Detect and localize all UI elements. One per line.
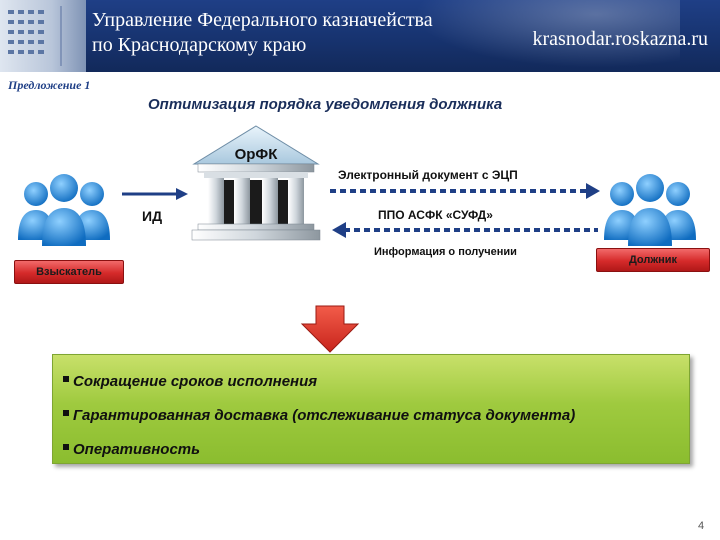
- arrow-claimant-to-orfk: [122, 188, 188, 200]
- arrow-orfk-to-debtor: [330, 183, 600, 199]
- header-title: Управление Федерального казначейства по …: [92, 9, 433, 56]
- id-arrow-label: ИД: [142, 208, 163, 224]
- system-label: ППО АСФК «СУФД»: [378, 208, 493, 222]
- page-number: 4: [698, 520, 705, 532]
- claimant-label: Взыскатель: [14, 260, 124, 284]
- down-arrow-icon: [300, 305, 360, 353]
- orfk-label: ОрФК: [234, 146, 278, 163]
- signed-document-label: Электронный документ с ЭЦП: [338, 168, 518, 182]
- receipt-info-label: Информация о получении: [374, 246, 517, 258]
- building-photo: [0, 0, 86, 72]
- debtor-people-icon: [600, 168, 700, 250]
- header-site-url[interactable]: krasnodar.roskazna.ru: [532, 28, 709, 50]
- benefit-item: Сокращение сроков исполнения: [63, 373, 317, 390]
- benefit-item: Гарантированная доставка (отслеживание с…: [63, 407, 575, 424]
- benefit-item: Оперативность: [63, 441, 200, 458]
- slide-title: Оптимизация порядка уведомления должника: [148, 96, 503, 113]
- treasury-building-icon: ОрФК: [190, 124, 322, 242]
- benefits-box: Сокращение сроков исполнения Гарантирова…: [52, 354, 690, 464]
- arrow-debtor-to-orfk: [332, 222, 598, 238]
- proposal-label: Предложение 1: [8, 78, 91, 92]
- debtor-label: Должник: [596, 248, 710, 272]
- header-banner: Управление Федерального казначейства по …: [0, 0, 720, 72]
- claimant-people-icon: [14, 168, 114, 250]
